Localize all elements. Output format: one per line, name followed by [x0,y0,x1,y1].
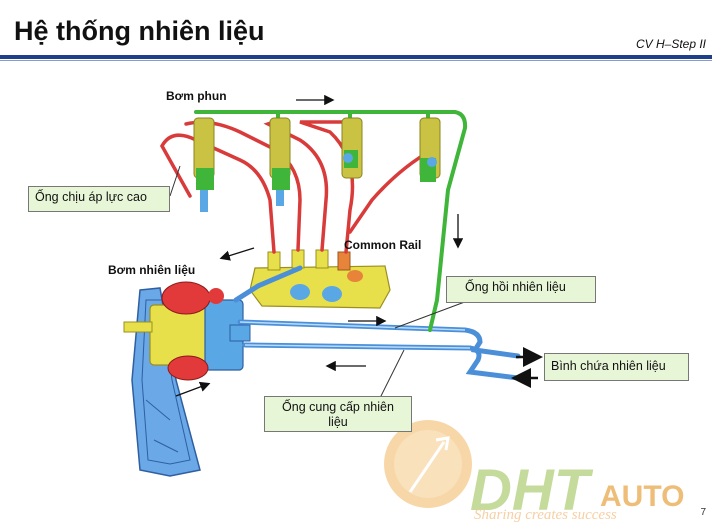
tank-arrows [511,347,543,388]
arrow-to-pump-bottom [175,381,211,397]
label-fuel-pump: Bơm nhiên liệu [108,263,196,277]
page-number: 7 [700,507,706,518]
title-rule-thin [0,60,712,61]
callout-supply-pipe: Ống cung cấp nhiên liệu [264,396,412,432]
slide-title: Hệ thống nhiên liệu [14,16,265,46]
svg-text:Sharing creates success: Sharing creates success [474,507,617,523]
flow-arrows [175,94,464,397]
callout-high-pressure-pipe: Ống chịu áp lực cao [28,186,170,212]
svg-text:DHT: DHT [470,458,594,523]
svg-text:AUTO: AUTO [600,480,684,513]
injectors [193,117,441,212]
callout-return-pipe: Ống hồi nhiên liệu [446,276,596,303]
injector-4 [419,117,441,182]
injector-2 [269,117,291,206]
label-common-rail: Common Rail [344,238,422,252]
injector-1 [193,117,215,212]
injector-3 [341,117,363,179]
label-injectors: Bơm phun [166,89,227,103]
callout-leaders [169,165,471,399]
callout-fuel-tank: Bình chứa nhiên liệu [544,353,689,381]
title-rule [0,55,712,59]
fuel-pump [123,281,251,381]
slide-subtitle: CV H–Step II [635,37,706,51]
supply-line [233,265,521,381]
high-pressure-lines [159,118,434,254]
watermark-logo: DHT AUTO Sharing creates success [384,420,684,523]
arrow-rail-to-pump [219,247,255,261]
